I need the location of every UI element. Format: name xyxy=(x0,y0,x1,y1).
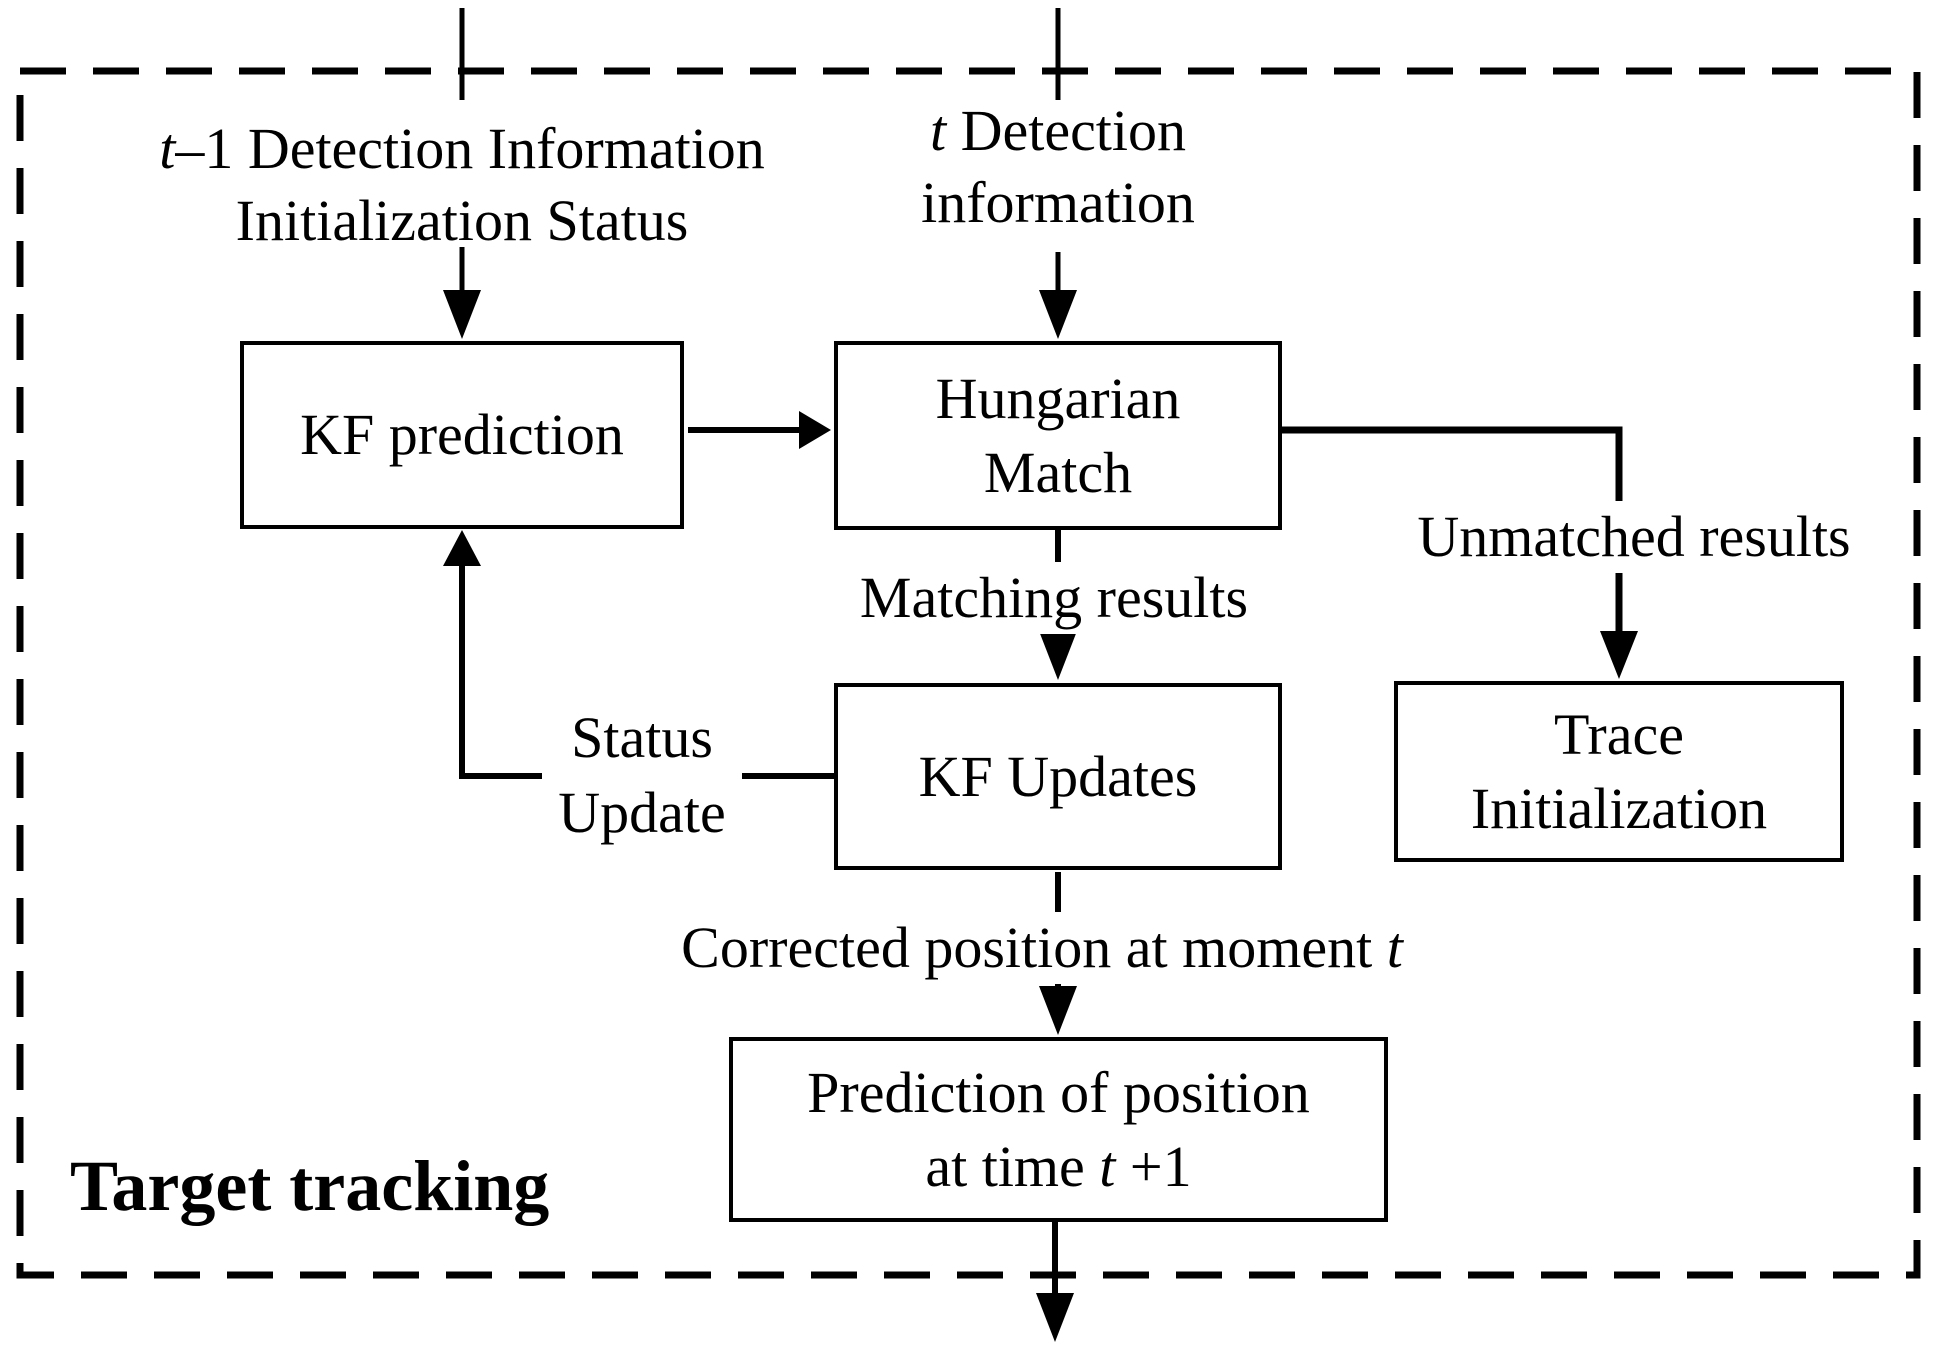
box-kf-prediction: KF prediction xyxy=(240,341,684,529)
arrow-output-head xyxy=(1036,1293,1074,1342)
box-prediction-next-time: Prediction of position at time t +1 xyxy=(729,1037,1388,1222)
label-curr-detection-line2: information xyxy=(921,170,1195,235)
label-prev-detection-line1: t–1 Detection Information xyxy=(159,116,765,181)
box-trace-initialization-line2: Initialization xyxy=(1470,775,1768,841)
arrow-curr-to-hungarian-head xyxy=(1039,290,1077,339)
box-hungarian-match-line2: Match xyxy=(983,439,1133,505)
label-unmatched-results: Unmatched results xyxy=(1369,501,1899,573)
box-prediction-next-time-line1: Prediction of position xyxy=(807,1059,1310,1125)
arrow-kf-updates-to-prediction-head xyxy=(1039,986,1077,1035)
label-corrected-position: Corrected position at moment t xyxy=(632,912,1452,984)
box-kf-updates: KF Updates xyxy=(834,683,1282,870)
box-prediction-next-time-line2: at time t +1 xyxy=(925,1133,1192,1199)
arrow-hungarian-to-trace-head xyxy=(1600,631,1638,679)
box-hungarian-match: Hungarian Match xyxy=(834,341,1282,530)
label-curr-detection-input: t Detection information xyxy=(708,95,1408,239)
label-status-update-line2: Update xyxy=(558,780,726,845)
box-kf-updates-label: KF Updates xyxy=(918,743,1198,809)
arrow-hungarian-to-kf-updates-head xyxy=(1039,631,1077,680)
label-prev-detection-line2: Initialization Status xyxy=(235,188,689,253)
label-matching-results: Matching results xyxy=(814,562,1294,634)
box-hungarian-match-line1: Hungarian xyxy=(935,365,1181,431)
frame-title-target-tracking: Target tracking xyxy=(70,1146,550,1226)
arrow-prev-to-kf-prediction-head xyxy=(443,290,481,339)
arrow-status-update-feedback-head xyxy=(443,530,481,566)
box-trace-initialization-line1: Trace xyxy=(1554,701,1684,767)
arrow-kf-prediction-to-hungarian-head xyxy=(799,411,831,449)
label-status-update: Status Update xyxy=(542,700,742,850)
label-status-update-line1: Status xyxy=(571,705,713,770)
label-prev-detection-input: t–1 Detection Information Initialization… xyxy=(62,113,862,257)
box-kf-prediction-label: KF prediction xyxy=(300,402,624,467)
dashed-boundary xyxy=(16,67,1921,1279)
box-trace-initialization: Trace Initialization xyxy=(1394,681,1844,862)
label-curr-detection-line1: t Detection xyxy=(929,98,1187,163)
